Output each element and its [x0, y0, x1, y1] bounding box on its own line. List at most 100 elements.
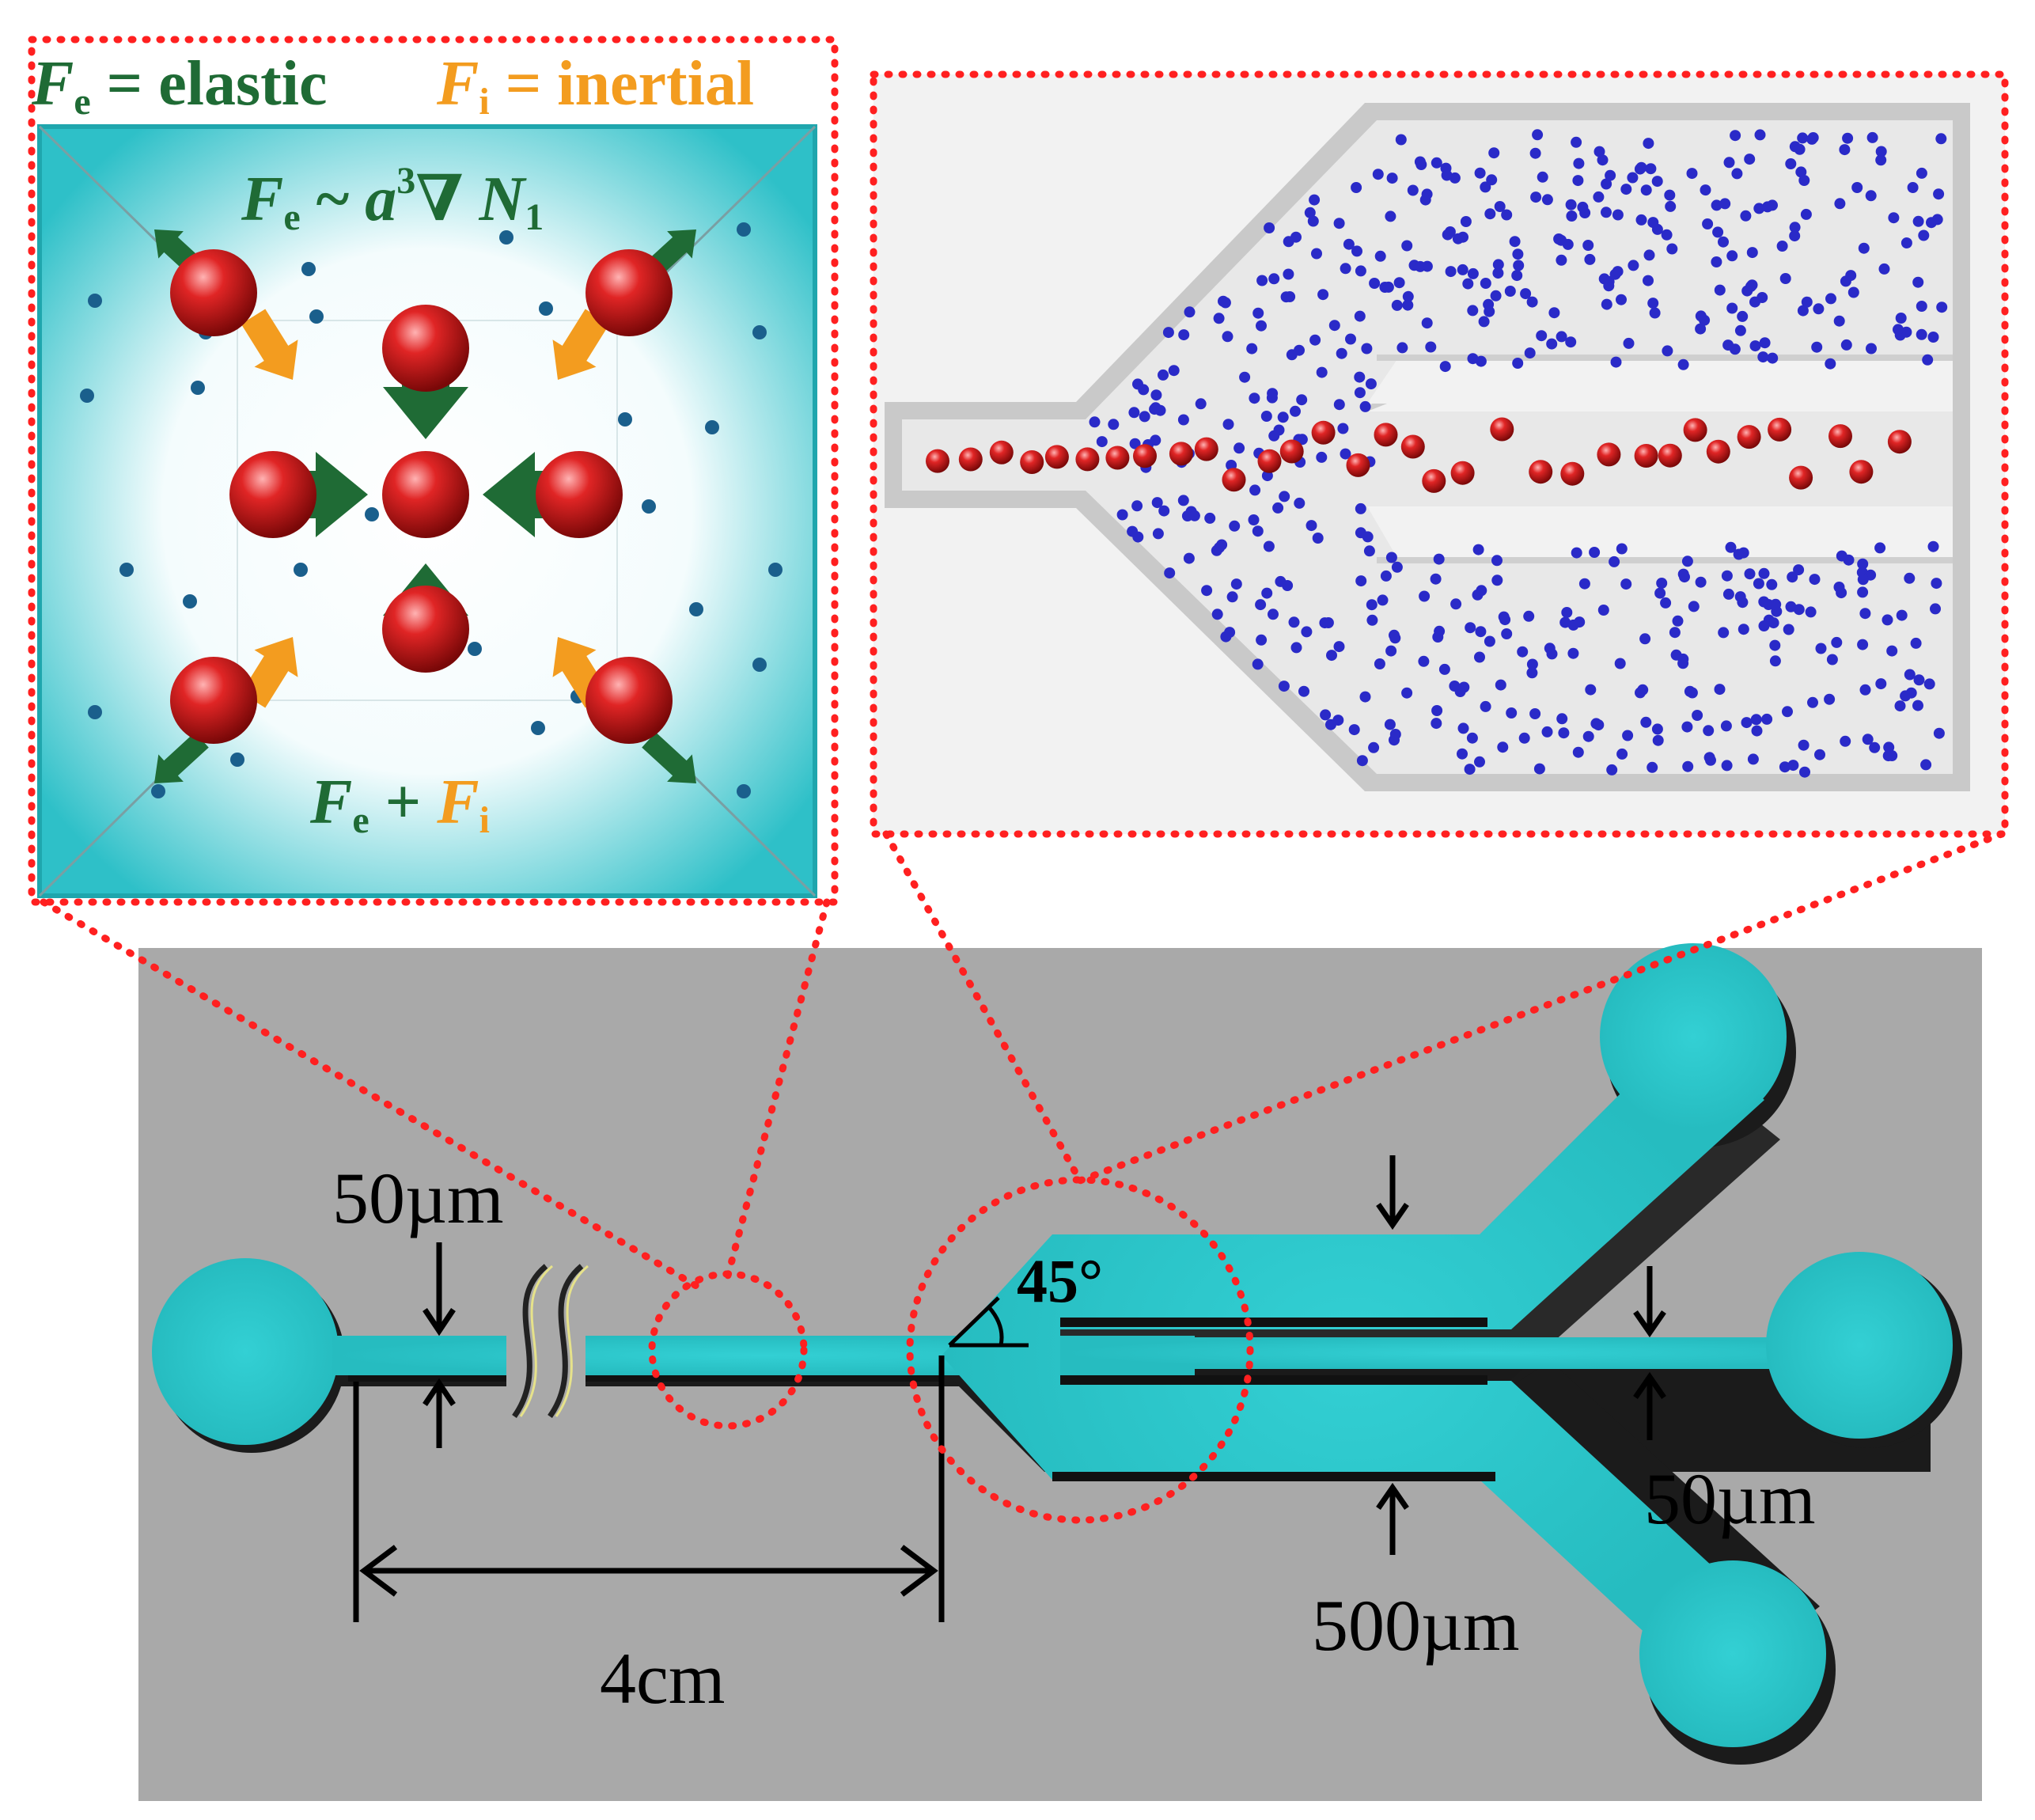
- small-particle: [1936, 301, 1948, 313]
- small-particle: [1116, 509, 1128, 521]
- formula-elastic-force: Fe ~ a3∇ N1: [241, 160, 544, 238]
- small-particle: [1183, 552, 1195, 564]
- small-particle: [1526, 667, 1538, 679]
- small-particle: [689, 602, 703, 616]
- small-particle: [309, 309, 324, 324]
- length-arrow-right-head: [900, 1545, 938, 1597]
- small-particle: [1214, 542, 1225, 554]
- small-particle: [1363, 545, 1375, 557]
- separator-upper: [1060, 1318, 1487, 1327]
- small-particle: [1332, 715, 1344, 726]
- small-particle: [1847, 286, 1859, 298]
- small-particle: [1433, 553, 1445, 565]
- small-particle: [1886, 645, 1898, 657]
- small-particle: [1431, 718, 1442, 730]
- small-particle: [1431, 705, 1443, 716]
- top-view-zoom-frame: [870, 70, 2009, 838]
- small-particle: [1754, 129, 1766, 141]
- small-particle: [1517, 646, 1529, 658]
- small-particle: [1857, 574, 1869, 586]
- small-particle: [1797, 132, 1809, 144]
- small-particle: [1567, 647, 1579, 659]
- microchannel: [152, 943, 1953, 1747]
- small-particle: [1139, 411, 1150, 423]
- small-particle: [1492, 259, 1504, 271]
- small-particle: [1747, 753, 1759, 765]
- small-particle: [1294, 497, 1306, 509]
- small-particle: [1858, 242, 1870, 254]
- small-particle: [499, 230, 513, 245]
- small-particle: [1256, 634, 1268, 646]
- small-particle: [1474, 167, 1486, 179]
- small-particle: [1896, 609, 1908, 621]
- lower-channel-edge: [1052, 1472, 1495, 1481]
- small-particle: [1598, 273, 1610, 285]
- small-particle: [1480, 278, 1491, 289]
- small-particle: [1541, 194, 1553, 206]
- small-particle: [1389, 729, 1401, 740]
- small-particle: [1096, 436, 1108, 448]
- large-particle: [1849, 460, 1874, 484]
- small-particle: [1737, 310, 1749, 322]
- small-particle: [1616, 294, 1627, 305]
- large-particle: [585, 657, 673, 744]
- large-particle: [1737, 425, 1761, 449]
- small-particle: [1769, 639, 1781, 651]
- small-particle: [1703, 752, 1715, 764]
- small-particle: [1530, 191, 1542, 203]
- small-particle: [1486, 174, 1498, 186]
- splitter-upper-edge: [1377, 355, 1953, 361]
- large-particle: [170, 657, 257, 744]
- small-particle: [1366, 614, 1378, 626]
- small-particle: [1661, 229, 1673, 241]
- large-particle: [1490, 417, 1514, 442]
- small-particle: [1836, 550, 1847, 562]
- large-particle: [170, 249, 257, 336]
- small-particle: [1612, 266, 1624, 278]
- small-particle: [1904, 669, 1916, 681]
- small-particle: [737, 784, 751, 798]
- small-particle: [1449, 681, 1461, 692]
- small-particle: [1601, 178, 1612, 190]
- small-particle: [1089, 416, 1101, 428]
- large-particle: [1400, 434, 1425, 459]
- small-particle: [1474, 756, 1485, 768]
- small-particle: [1789, 230, 1801, 242]
- small-particle: [1875, 154, 1887, 166]
- large-particle: [1560, 461, 1585, 486]
- small-particle: [768, 563, 783, 577]
- small-particle: [1419, 590, 1431, 602]
- small-particle: [1391, 561, 1403, 573]
- small-particle: [1222, 419, 1234, 430]
- small-particle: [1108, 419, 1120, 430]
- small-particle: [1561, 607, 1573, 618]
- center-outlet-width-label: 50µm: [1644, 1458, 1816, 1539]
- small-particle: [1501, 209, 1513, 221]
- small-particle: [1467, 267, 1479, 279]
- small-particle: [1359, 691, 1371, 703]
- small-particle: [1529, 147, 1541, 159]
- small-particle: [1316, 451, 1328, 463]
- small-particle: [1767, 199, 1778, 211]
- small-particle: [1920, 759, 1932, 771]
- large-particle: [1828, 424, 1852, 449]
- inlet-width-label: 50µm: [332, 1158, 504, 1238]
- large-particle: [229, 451, 316, 538]
- small-particle: [1532, 129, 1544, 141]
- small-particle: [1888, 212, 1900, 224]
- small-particle: [1402, 299, 1414, 311]
- small-particle: [1351, 245, 1362, 257]
- small-particle: [1935, 133, 1947, 145]
- splitter-upper: [1367, 355, 1953, 404]
- small-particle: [1414, 156, 1426, 168]
- small-particle: [1635, 161, 1647, 173]
- small-particle: [1597, 154, 1609, 166]
- small-particle: [1677, 568, 1689, 580]
- legend: Fe = elastic Fi = inertial: [31, 49, 754, 123]
- small-particle: [1402, 290, 1414, 302]
- angle-arc: [987, 1306, 1004, 1346]
- small-particle: [1904, 572, 1916, 584]
- small-particle: [1688, 601, 1700, 612]
- small-particle: [705, 420, 719, 434]
- small-particle: [1151, 497, 1163, 509]
